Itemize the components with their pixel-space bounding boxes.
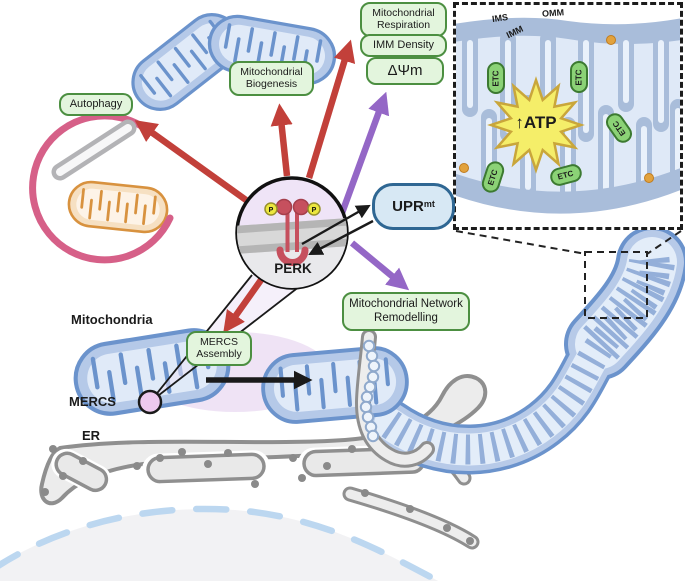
phosphate-icon: P xyxy=(264,202,278,216)
metabolite-dot xyxy=(459,163,469,173)
imm-density-box: IMM Density xyxy=(360,34,447,57)
effect-arrows xyxy=(134,39,410,390)
arrow-to-respiration xyxy=(305,39,356,179)
arrow-to-upr xyxy=(301,204,371,246)
membrane-potential-box: ΔΨm xyxy=(366,57,444,85)
arrow-to-mercs-assembly xyxy=(223,278,264,334)
cristae-artwork xyxy=(456,17,680,214)
atp-label: ↑ATP xyxy=(515,113,557,132)
svg-text:P: P xyxy=(269,207,274,214)
perk-label: PERK xyxy=(274,261,312,276)
nuclear-membrane-dashes xyxy=(0,505,446,581)
division-beads xyxy=(359,339,381,443)
inset-callout xyxy=(455,230,682,319)
mercs-assembly-box: MERCS Assembly xyxy=(186,331,252,366)
network-remodelling-box: Mitochondrial Network Remodelling xyxy=(342,292,470,332)
upr-arrows xyxy=(301,204,374,256)
arrow-to-autophagy xyxy=(134,120,248,203)
inner-boundary-membrane xyxy=(456,168,680,214)
up-arrow-icon: ↑ xyxy=(515,113,524,132)
etc-complex: ETC xyxy=(570,61,588,93)
phosphate-icon: P xyxy=(307,202,321,216)
perk-kinase-domain xyxy=(276,246,309,266)
er-cisterna xyxy=(142,450,270,486)
mercs-contact-dot xyxy=(137,389,163,415)
metabolite-dot xyxy=(644,173,654,183)
atp-burst xyxy=(487,76,585,174)
arrow-from-upr xyxy=(308,219,374,256)
cristae-inset: IMS IMM OMM ETC ETC ETC ETC ETC ↑ATP xyxy=(453,2,683,230)
mitochondrial-network xyxy=(365,226,685,475)
nucleus xyxy=(0,505,446,581)
biogenesis-box: Mitochondrial Biogenesis xyxy=(229,61,314,96)
respiration-box: Mitochondrial Respiration xyxy=(360,2,447,37)
mitochondria-label: Mitochondria xyxy=(71,312,153,327)
mitochondrion-dividing xyxy=(260,345,409,424)
arrow-to-network-remodelling xyxy=(349,240,410,291)
arrow-to-membrane-potential xyxy=(338,91,390,215)
omm-label: OMM xyxy=(541,7,565,19)
perk-protein: P P xyxy=(264,198,321,266)
er-label: ER xyxy=(82,428,101,443)
er-tubule-constriction xyxy=(354,329,435,468)
autophagy-box: Autophagy xyxy=(59,93,133,116)
autophagosome xyxy=(29,112,174,264)
etc-complex: ETC xyxy=(487,62,505,94)
svg-text:P: P xyxy=(312,207,317,214)
arrow-to-biogenesis xyxy=(270,103,293,177)
metabolite-dot xyxy=(606,35,616,45)
degrading-mitochondrion xyxy=(65,178,171,236)
mercs-label: MERCS xyxy=(69,394,116,409)
